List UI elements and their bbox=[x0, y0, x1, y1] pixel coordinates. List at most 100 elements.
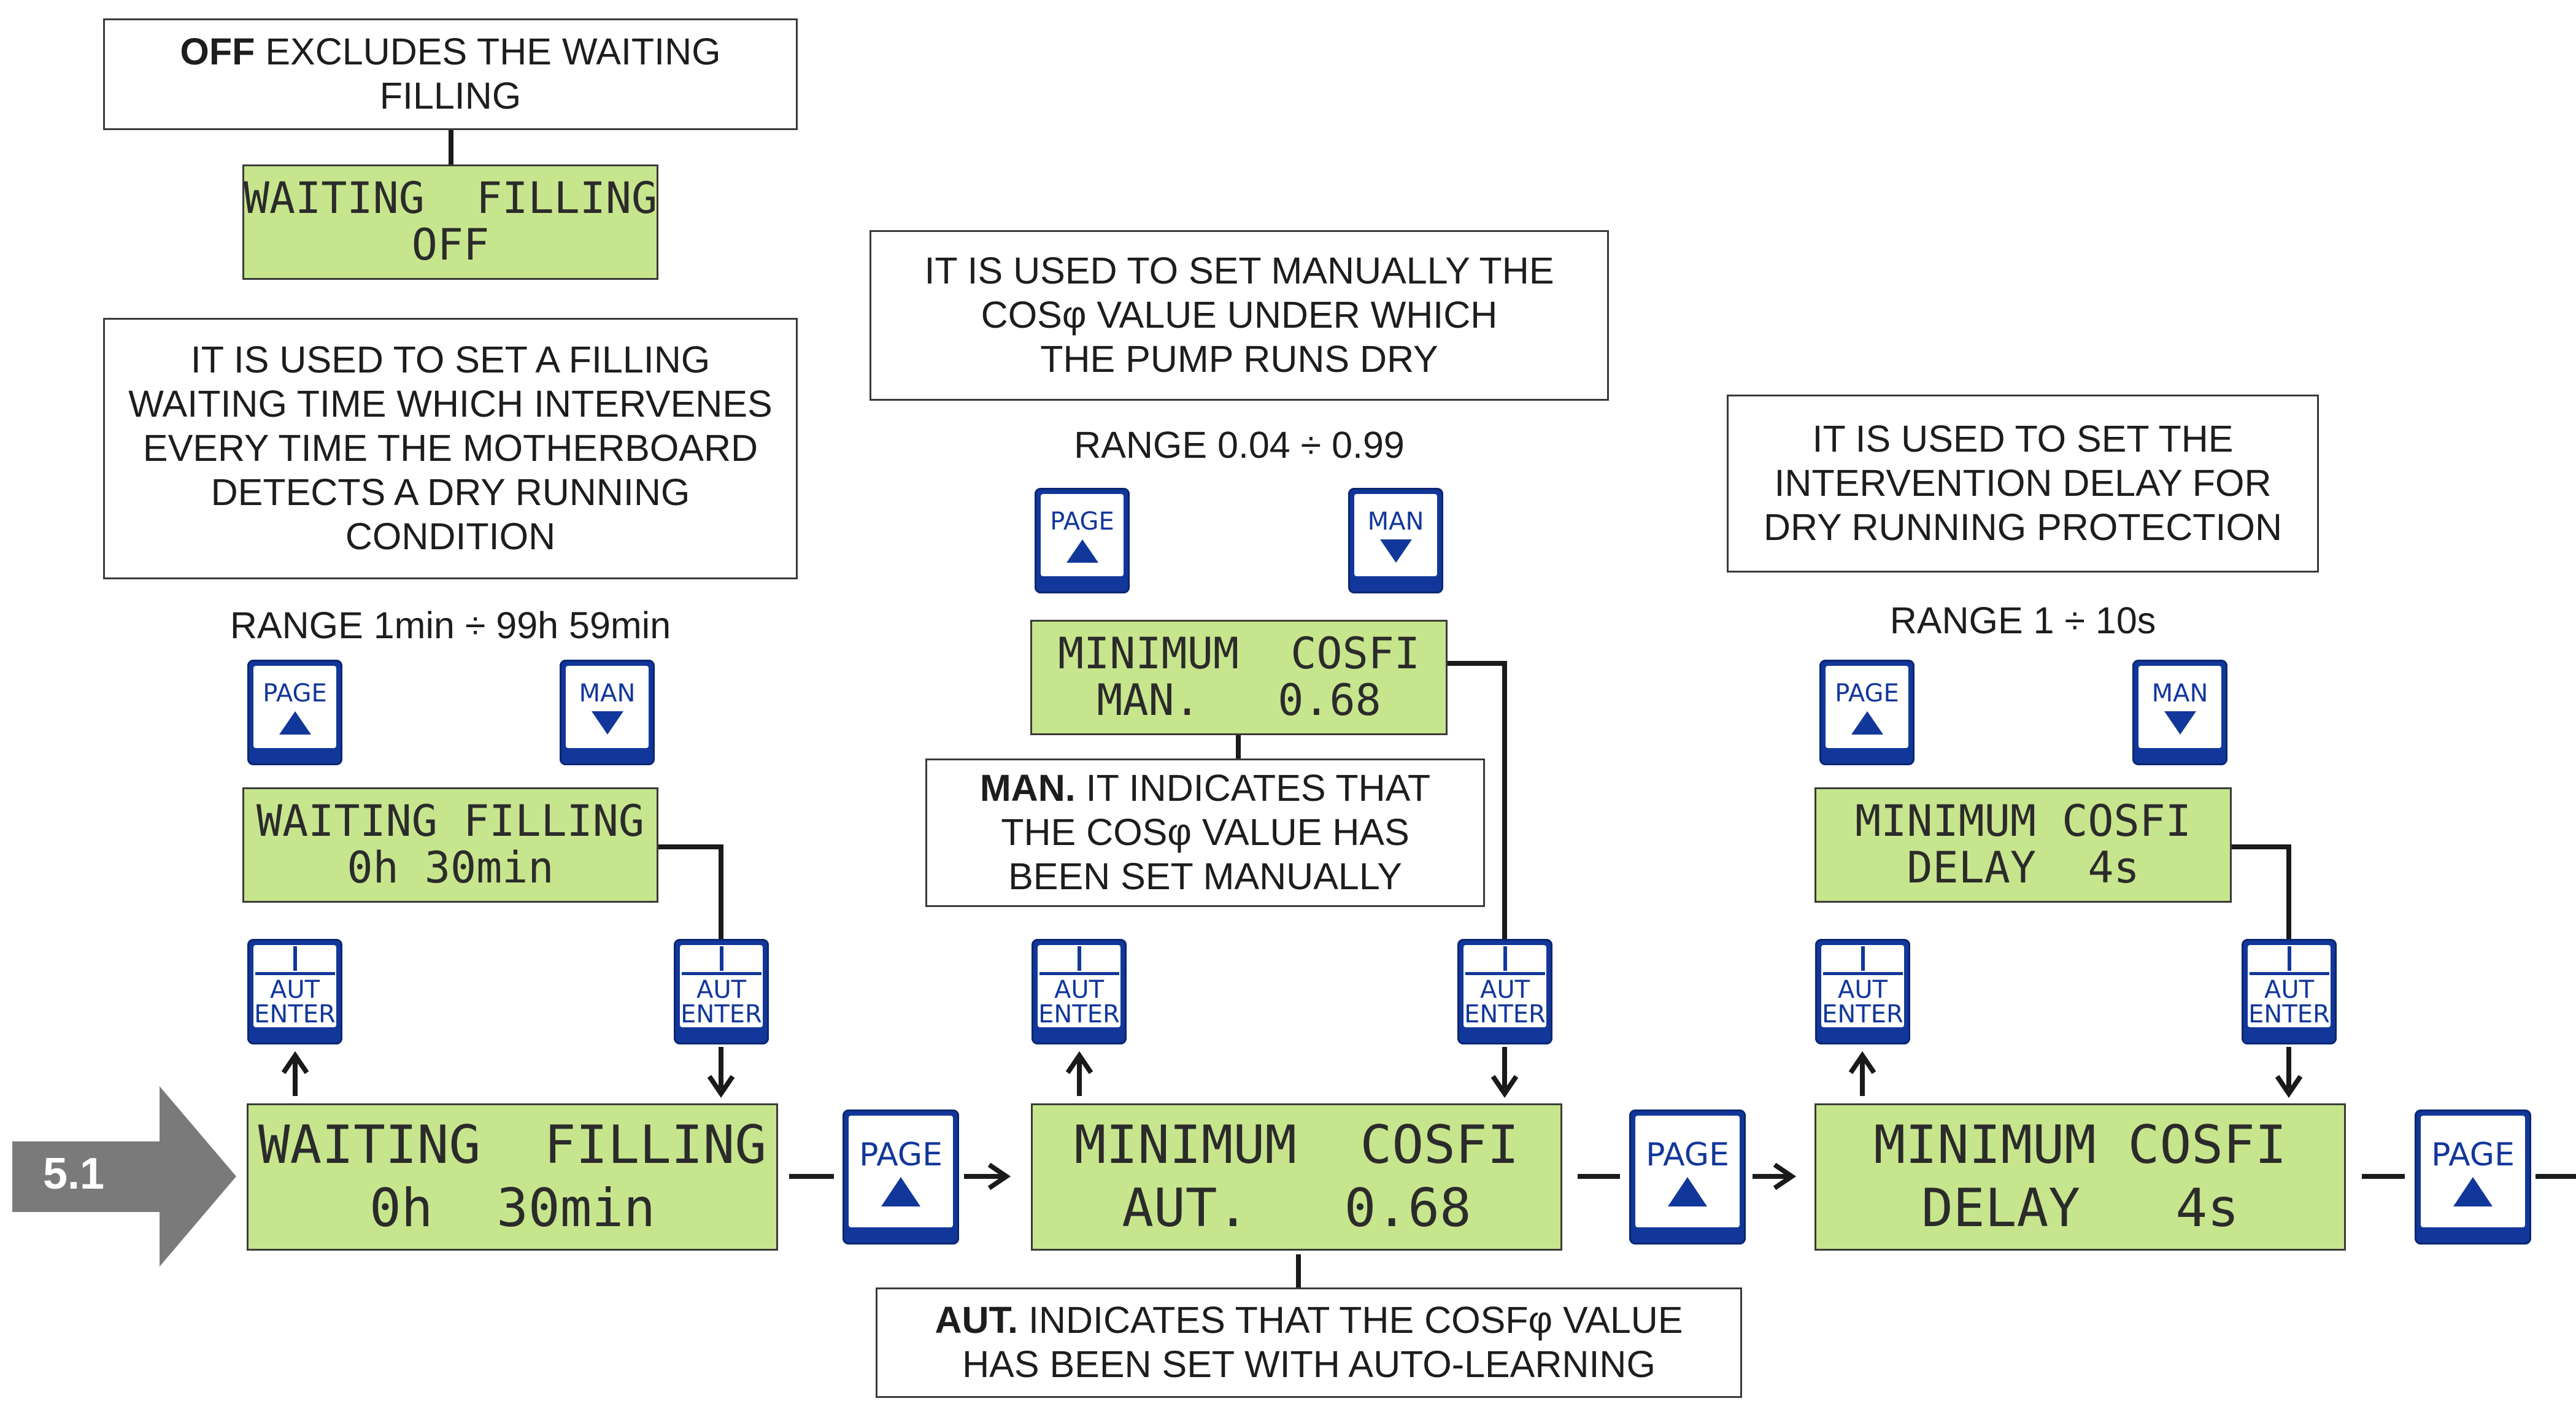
aut-key-label: AUT bbox=[1837, 975, 1888, 1004]
one-bar-icon bbox=[719, 946, 723, 971]
man-note-line3: BEEN SET MANUALLY bbox=[1008, 855, 1402, 897]
waiting-filling-description: IT IS USED TO SET A FILLING WAITING TIME… bbox=[103, 318, 798, 579]
desc-line: EVERY TIME THE MOTHERBOARD bbox=[142, 427, 758, 469]
lcd-line1: WAITING FILLING bbox=[258, 1114, 767, 1176]
one-bar-icon bbox=[1861, 946, 1865, 971]
man-note: MAN. IT INDICATES THAT THE COSφ VALUE HA… bbox=[925, 758, 1485, 907]
key-rule bbox=[1822, 971, 1903, 975]
page-up-button[interactable]: PAGE bbox=[1819, 660, 1915, 765]
lcd-line1: MINIMUM COSFI bbox=[1873, 1114, 2287, 1176]
arrow-down-icon bbox=[591, 711, 623, 735]
waiting-filling-off-display: WAITING FILLING OFF bbox=[242, 164, 658, 280]
page-key-label: PAGE bbox=[263, 679, 327, 708]
off-note: OFF EXCLUDES THE WAITING FILLING bbox=[103, 18, 798, 130]
aut-enter-button[interactable]: AUT ENTER bbox=[1457, 939, 1552, 1044]
aut-enter-button[interactable]: AUT ENTER bbox=[2242, 939, 2337, 1044]
arrow-up-icon bbox=[279, 711, 311, 735]
key-rule bbox=[1039, 971, 1119, 975]
man-key-label: MAN bbox=[2151, 679, 2208, 708]
lcd-line1: WAITING FILLING bbox=[256, 796, 645, 847]
lcd-line2: OFF bbox=[411, 220, 490, 270]
page-up-button[interactable]: PAGE bbox=[247, 660, 342, 765]
man-key-label: MAN bbox=[1367, 508, 1424, 536]
arrow-down-icon bbox=[1379, 539, 1412, 563]
page-key-label: PAGE bbox=[2431, 1137, 2515, 1173]
arrow-up-icon bbox=[881, 1177, 920, 1206]
one-bar-icon bbox=[1503, 946, 1507, 971]
delay-range: RANGE 1 ÷ 10s bbox=[1889, 600, 2156, 641]
page-key-label: PAGE bbox=[1646, 1137, 1729, 1173]
off-note-line2: FILLING bbox=[379, 75, 522, 117]
enter-key-label: ENTER bbox=[1038, 1000, 1120, 1029]
delay-description: IT IS USED TO SET THE INTERVENTION DELAY… bbox=[1727, 395, 2319, 573]
one-bar-icon bbox=[1077, 946, 1081, 971]
desc-line: DETECTS A DRY RUNNING bbox=[210, 471, 690, 513]
lcd-line2: MAN. 0.68 bbox=[1097, 675, 1381, 725]
waiting-filling-range: RANGE 1min ÷ 99h 59min bbox=[229, 604, 671, 646]
desc-line: IT IS USED TO SET MANUALLY THE bbox=[924, 250, 1554, 292]
page-next-button[interactable]: PAGE bbox=[843, 1110, 959, 1245]
desc-line: THE PUMP RUNS DRY bbox=[1040, 338, 1438, 380]
desc-line: WAITING TIME WHICH INTERVENES bbox=[128, 383, 773, 425]
aut-enter-button[interactable]: AUT ENTER bbox=[1815, 939, 1910, 1044]
page-next-button[interactable]: PAGE bbox=[1629, 1110, 1746, 1245]
arrow-up-icon bbox=[1851, 711, 1883, 735]
key-rule bbox=[1465, 971, 1545, 975]
cosfi-range: RANGE 0.04 ÷ 0.99 bbox=[1074, 424, 1405, 466]
enter-key-label: ENTER bbox=[1822, 1000, 1903, 1029]
lcd-line1: WAITING FILLING bbox=[243, 173, 658, 224]
lcd-line2: 0h 30min bbox=[369, 1178, 655, 1239]
arrow-down-icon bbox=[2164, 711, 2196, 735]
waiting-filling-main-display: WAITING FILLING 0h 30min bbox=[247, 1103, 778, 1251]
aut-note: AUT. INDICATES THAT THE COSFφ VALUE HAS … bbox=[876, 1287, 1742, 1398]
arrow-up-icon bbox=[1066, 539, 1098, 563]
man-down-button[interactable]: MAN bbox=[560, 660, 655, 765]
key-rule bbox=[255, 971, 335, 975]
enter-key-label: ENTER bbox=[681, 1000, 762, 1029]
lcd-line2: DELAY 4s bbox=[1907, 843, 2140, 893]
page-key-label: PAGE bbox=[1835, 679, 1899, 708]
aut-enter-button[interactable]: AUT ENTER bbox=[247, 939, 342, 1044]
enter-key-label: ENTER bbox=[2248, 1000, 2330, 1029]
man-note-text: IT INDICATES THAT bbox=[1075, 767, 1431, 809]
one-bar-icon bbox=[293, 946, 297, 971]
arrow-up-icon bbox=[1668, 1177, 1707, 1206]
arrow-up-icon bbox=[2453, 1177, 2493, 1206]
step-number: 5.1 bbox=[43, 1149, 105, 1198]
aut-key-label: AUT bbox=[1054, 975, 1105, 1004]
page-up-button[interactable]: PAGE bbox=[1035, 488, 1130, 593]
desc-line: IT IS USED TO SET THE bbox=[1812, 418, 2234, 460]
desc-line: CONDITION bbox=[345, 515, 556, 557]
aut-key-label: AUT bbox=[2264, 975, 2315, 1004]
enter-key-label: ENTER bbox=[1464, 1000, 1546, 1029]
aut-enter-button[interactable]: AUT ENTER bbox=[674, 939, 769, 1044]
man-down-button[interactable]: MAN bbox=[2132, 660, 2227, 765]
one-bar-icon bbox=[2287, 946, 2291, 971]
lcd-line1: MINIMUM COSFI bbox=[1074, 1114, 1519, 1176]
delay-edit-display: MINIMUM COSFI DELAY 4s bbox=[1814, 787, 2232, 903]
waiting-filling-edit-display: WAITING FILLING 0h 30min bbox=[242, 787, 658, 903]
aut-enter-button[interactable]: AUT ENTER bbox=[1032, 939, 1127, 1044]
cosfi-man-display: MINIMUM COSFI MAN. 0.68 bbox=[1030, 620, 1448, 735]
key-rule bbox=[681, 971, 762, 975]
page-next-button[interactable]: PAGE bbox=[2415, 1110, 2531, 1245]
desc-line: IT IS USED TO SET A FILLING bbox=[190, 339, 711, 381]
lcd-line1: MINIMUM COSFI bbox=[1057, 628, 1420, 679]
aut-key-label: AUT bbox=[696, 975, 747, 1004]
lcd-line1: MINIMUM COSFI bbox=[1855, 796, 2191, 847]
page-key-label: PAGE bbox=[859, 1137, 943, 1173]
page-key-label: PAGE bbox=[1050, 508, 1114, 536]
man-down-button[interactable]: MAN bbox=[1348, 488, 1443, 593]
off-note-text: EXCLUDES THE WAITING bbox=[255, 31, 721, 73]
enter-key-label: ENTER bbox=[254, 1000, 336, 1029]
key-rule bbox=[2249, 971, 2329, 975]
aut-note-line2: HAS BEEN SET WITH AUTO-LEARNING bbox=[962, 1343, 1656, 1385]
desc-line: DRY RUNNING PROTECTION bbox=[1763, 506, 2283, 548]
lcd-line2: AUT. 0.68 bbox=[1122, 1178, 1471, 1239]
desc-line: COSφ VALUE UNDER WHICH bbox=[981, 294, 1498, 336]
cosfi-main-display: MINIMUM COSFI AUT. 0.68 bbox=[1031, 1103, 1562, 1251]
man-note-line2: THE COSφ VALUE HAS bbox=[1001, 811, 1409, 854]
desc-line: INTERVENTION DELAY FOR bbox=[1774, 462, 2272, 504]
